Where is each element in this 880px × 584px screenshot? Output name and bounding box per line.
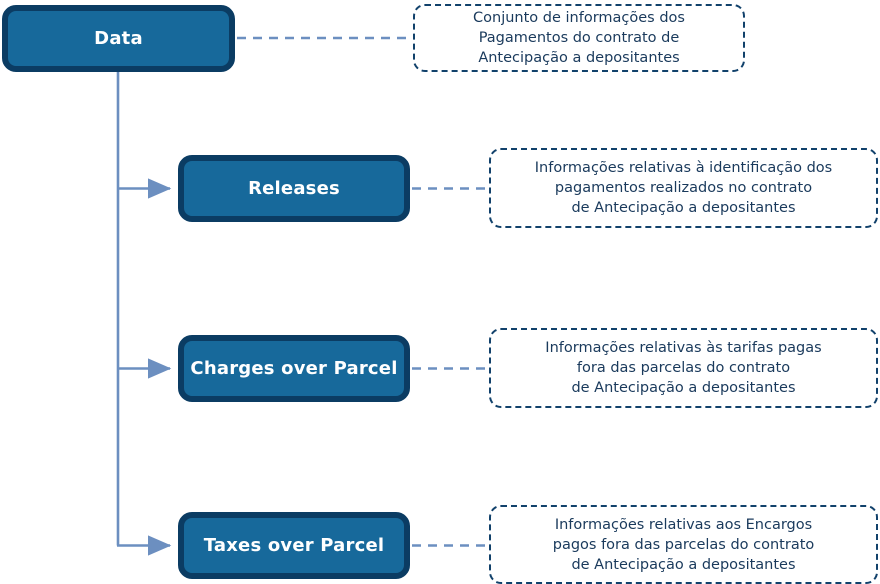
- note-releases: Informações relativas à identificação do…: [489, 148, 878, 228]
- node-data[interactable]: Data: [2, 5, 235, 72]
- note-data-text: Conjunto de informações dos Pagamentos d…: [473, 10, 685, 66]
- note-charges-over-parcel-text: Informações relativas às tarifas pagas f…: [545, 340, 822, 396]
- node-taxes-over-parcel-label: Taxes over Parcel: [203, 534, 385, 556]
- note-releases-text: Informações relativas à identificação do…: [534, 160, 833, 216]
- node-releases-label: Releases: [248, 177, 340, 199]
- node-charges-over-parcel-label: Charges over Parcel: [190, 357, 398, 379]
- note-data: Conjunto de informações dos Pagamentos d…: [413, 4, 745, 72]
- note-taxes-over-parcel: Informações relativas aos Encargos pagos…: [489, 505, 878, 584]
- node-charges-over-parcel[interactable]: Charges over Parcel: [178, 335, 410, 402]
- node-data-label: Data: [94, 27, 143, 49]
- note-taxes-over-parcel-text: Informações relativas aos Encargos pagos…: [552, 516, 815, 573]
- node-releases[interactable]: Releases: [178, 155, 410, 222]
- note-charges-over-parcel: Informações relativas às tarifas pagas f…: [489, 328, 878, 408]
- node-taxes-over-parcel[interactable]: Taxes over Parcel: [178, 512, 410, 579]
